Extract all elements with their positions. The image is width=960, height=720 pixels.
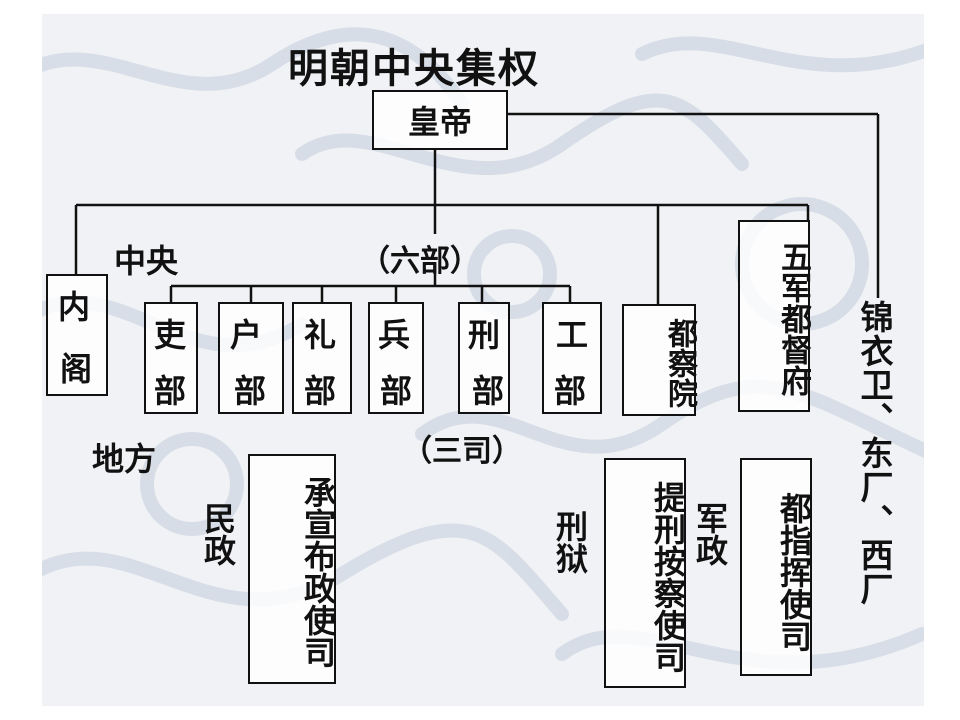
ministry-box: 兵 部 (368, 302, 424, 414)
five-armies-box: 五军都督府 (738, 220, 811, 412)
three-offices-label: （三司） (402, 434, 522, 469)
ministry-box: 礼 部 (292, 302, 352, 414)
surveillance-commission-box: 提刑按察使司 (604, 458, 687, 688)
emperor-box: 皇帝 (372, 90, 508, 150)
six-ministries-label: （六部） (360, 244, 480, 279)
ministry-bottom: 部 (154, 372, 187, 410)
ministry-top: 工 (556, 316, 589, 354)
ministry-bottom: 部 (304, 372, 337, 410)
ministry-box: 工 部 (542, 302, 602, 414)
grand-secretariat-bottom: 阁 (60, 350, 93, 388)
ministry-box: 户 部 (218, 302, 284, 414)
ministry-box: 刑 部 (458, 302, 510, 414)
ministry-bottom: 部 (472, 372, 505, 410)
central-label: 中央 (114, 242, 179, 280)
civil-affairs-label: 民政 (199, 502, 237, 566)
secret-police-label: 锦衣卫、东厂、西厂 (855, 300, 894, 606)
grand-secretariat-top: 内 (58, 288, 91, 326)
ministry-top: 刑 (468, 316, 501, 354)
ministry-bottom: 部 (380, 372, 413, 410)
diagram-title: 明朝中央集权 (288, 45, 540, 92)
ministry-box: 吏 部 (144, 302, 198, 414)
censorate-box: 都察院 (622, 304, 697, 416)
connector-lines (74, 112, 880, 304)
ministry-top: 户 (230, 316, 263, 354)
ministry-top: 礼 (304, 316, 337, 354)
administration-commission-box: 承宣布政使司 (248, 454, 337, 684)
ministry-bottom: 部 (234, 372, 267, 410)
penal-affairs-label: 刑狱 (551, 510, 589, 574)
ministry-bottom: 部 (554, 372, 587, 410)
diagram-slide: 明朝中央集权 皇帝 中央 （六部） 内 阁 吏 部 户 部 礼 部 兵 部 刑 … (42, 14, 924, 706)
ministry-top: 吏 (154, 316, 187, 354)
ministry-top: 兵 (378, 316, 411, 354)
grand-secretariat-box: 内 阁 (46, 274, 108, 396)
local-label: 地方 (92, 440, 157, 478)
military-commission-box: 都指挥使司 (740, 458, 813, 676)
military-affairs-label: 军政 (691, 502, 729, 566)
